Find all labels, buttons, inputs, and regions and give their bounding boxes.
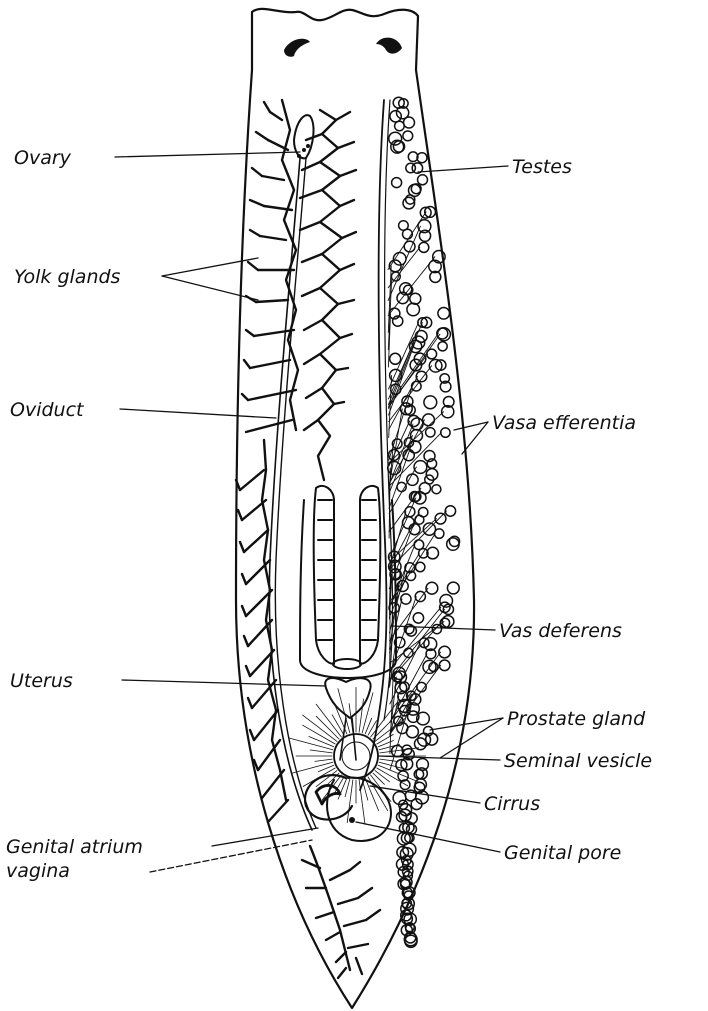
testis-follicle	[438, 342, 447, 351]
vas-efferens	[388, 257, 435, 316]
leader-genital-atrium	[212, 828, 318, 846]
testis-follicle	[424, 396, 437, 409]
label-oviduct: Oviduct	[10, 399, 85, 421]
label-uterus: Uterus	[10, 670, 73, 692]
prostate-duct	[292, 762, 333, 773]
intestine-left-lower	[236, 440, 288, 822]
leader-prostate-2	[440, 718, 503, 758]
testis-follicle	[432, 485, 441, 494]
label-vagina: vagina	[6, 860, 70, 882]
prostate-duct	[322, 775, 341, 800]
testis-follicle	[390, 353, 401, 364]
testis-follicle	[419, 242, 429, 252]
testis-follicle	[403, 131, 413, 141]
label-genital-pore: Genital pore	[504, 842, 621, 864]
label-cirrus: Cirrus	[484, 793, 540, 815]
leader-oviduct	[120, 409, 276, 418]
prostate-duct	[379, 762, 408, 770]
vas-efferens	[389, 323, 419, 390]
label-prostate-gland: Prostate gland	[507, 708, 646, 730]
label-vas-deferens: Vas deferens	[499, 620, 622, 642]
intestine-left	[242, 100, 298, 432]
testis-follicle	[404, 117, 415, 128]
testis-follicle	[415, 515, 424, 524]
testis-follicle	[403, 229, 413, 239]
label-genital-atrium: Genital atrium	[6, 836, 143, 858]
left-eye	[284, 39, 310, 57]
genital-pore	[349, 817, 355, 823]
leader-yolk-2	[162, 276, 258, 300]
leader-prostate-1	[430, 718, 503, 730]
prostate-duct	[380, 759, 396, 761]
prostate-duct	[345, 779, 350, 797]
testis-follicle	[406, 726, 418, 738]
testis-follicle	[435, 529, 444, 538]
body-outline	[236, 9, 474, 1008]
testis-follicle	[438, 308, 450, 320]
testes	[388, 97, 460, 947]
leader-lines	[115, 152, 508, 872]
testis-follicle	[447, 538, 459, 550]
testis-follicle	[413, 613, 423, 623]
prostate-duct	[315, 759, 332, 761]
testis-follicle	[441, 428, 450, 437]
prostate-duct	[365, 718, 372, 734]
label-vasa-efferentia: Vasa efferentia	[492, 412, 636, 434]
testis-follicle	[407, 303, 420, 316]
vas-deferens	[360, 100, 386, 790]
testis-follicle	[416, 562, 425, 571]
label-ovary: Ovary	[14, 147, 72, 169]
testis-follicle	[390, 111, 401, 122]
testis-follicle	[418, 175, 428, 185]
testis-follicle	[407, 474, 418, 485]
prostate-duct	[310, 750, 332, 753]
leader-uterus	[122, 680, 326, 686]
label-testes: Testes	[512, 156, 572, 178]
testis-follicle	[395, 121, 405, 131]
prostate-duct	[319, 765, 334, 771]
testis-follicle	[410, 293, 421, 304]
prostate-duct	[359, 699, 363, 732]
prostate-duct	[309, 737, 334, 747]
oviduct	[269, 158, 312, 830]
uterus	[325, 678, 370, 718]
leader-vagina	[150, 840, 312, 872]
testis-follicle	[426, 469, 438, 481]
leader-ovary	[115, 152, 300, 157]
label-yolk-glands: Yolk glands	[14, 266, 121, 288]
vas-efferens	[388, 212, 426, 270]
prostate-duct	[375, 771, 390, 782]
intestine-anterior	[300, 110, 356, 480]
testis-follicle	[426, 428, 435, 437]
label-seminal-vesicle: Seminal vesicle	[504, 750, 652, 772]
leader-yolk-1	[162, 258, 258, 276]
testis-follicle	[392, 178, 402, 188]
prostate-duct	[373, 773, 384, 784]
right-eye	[376, 38, 402, 54]
leader-seminal	[378, 756, 500, 760]
pharynx	[300, 486, 396, 678]
testis-follicle	[447, 582, 459, 594]
intestine-posterior	[302, 846, 380, 978]
leader-testes	[418, 166, 508, 172]
testis-follicle	[403, 843, 416, 856]
